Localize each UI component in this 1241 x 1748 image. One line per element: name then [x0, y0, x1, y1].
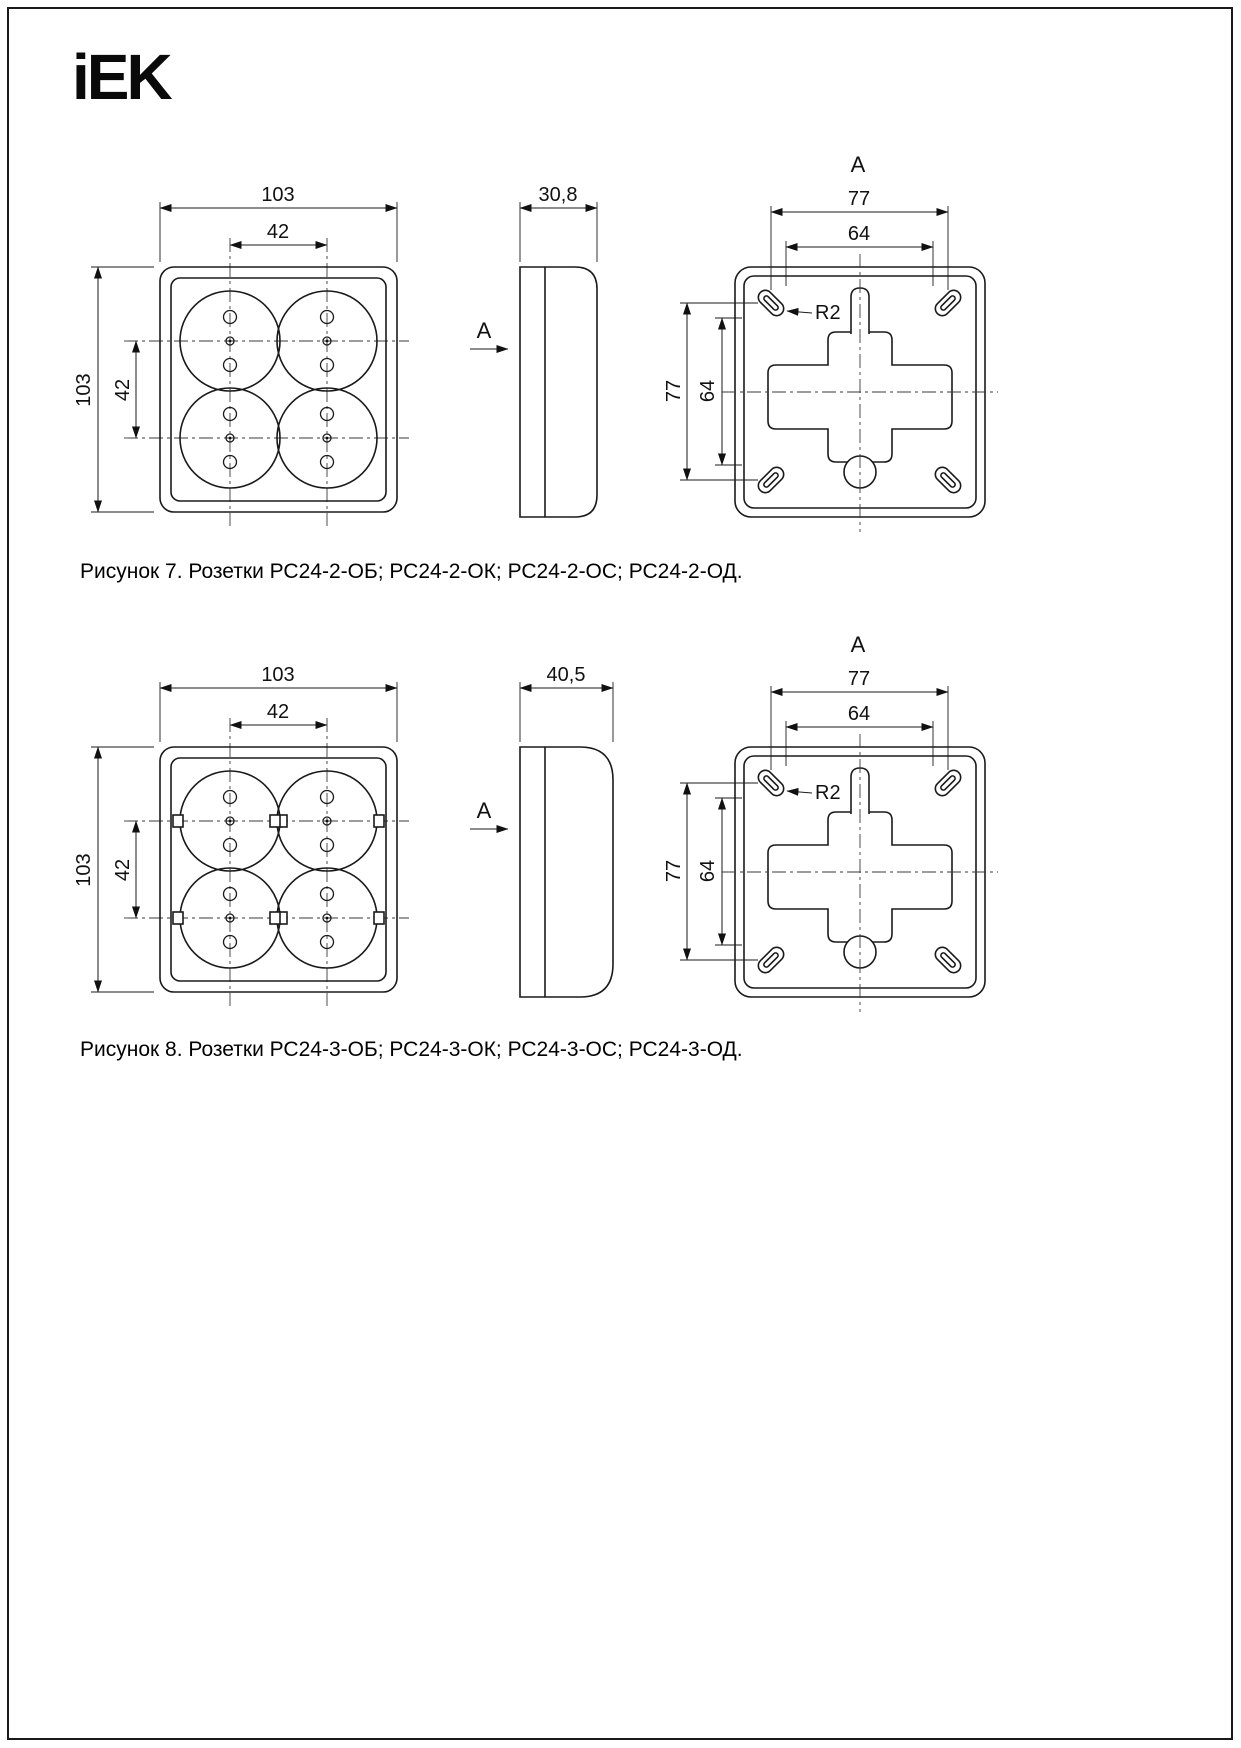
corner-slot [934, 466, 962, 494]
figure8-front-view: 103 42 103 42 [73, 664, 409, 1006]
figure7-drawing: 103 42 103 42 30,8 A [73, 152, 998, 532]
radius-label: R2 [815, 782, 841, 804]
dim-back-width: 77 [848, 668, 870, 690]
figure8-back-view: A 77 64 77 64 R2 [663, 632, 998, 1012]
socket-schuko [269, 867, 385, 969]
section-label-top: A [851, 152, 866, 177]
section-label-top: A [851, 632, 866, 657]
dim-front-height: 103 [73, 373, 95, 406]
dim-back-height: 77 [663, 380, 685, 402]
figure8-side-view: 40,5 A [470, 664, 614, 998]
corner-slot [757, 946, 785, 974]
corner-slot [757, 466, 785, 494]
page-border [7, 7, 1233, 1740]
dim-back-inner-width: 64 [848, 223, 870, 245]
corner-slot [934, 946, 962, 974]
dim-front-width: 103 [261, 184, 294, 206]
socket-schuko [269, 770, 385, 872]
socket [179, 290, 281, 392]
iek-logo: iEK [72, 41, 173, 113]
dim-front-pitch-h: 42 [267, 221, 289, 243]
dim-front-width: 103 [261, 664, 294, 686]
dim-front-pitch-v: 42 [112, 379, 134, 401]
dim-front-pitch-h: 42 [267, 701, 289, 723]
corner-slot [934, 769, 962, 797]
figure8-caption: Рисунок 8. Розетки РС24-3-ОБ; РС24-3-ОК;… [80, 1038, 743, 1061]
dim-front-height: 103 [73, 853, 95, 886]
figure7-caption: Рисунок 7. Розетки РС24-2-ОБ; РС24-2-ОК;… [80, 560, 743, 583]
socket [276, 290, 378, 392]
dim-back-inner-height: 64 [697, 860, 719, 882]
radius-label: R2 [815, 302, 841, 324]
dim-back-width: 77 [848, 188, 870, 210]
dim-side-depth: 30,8 [539, 184, 578, 206]
figure7-back-view: A 77 64 77 64 R2 [663, 152, 998, 532]
socket [179, 387, 281, 489]
dim-back-height: 77 [663, 860, 685, 882]
corner-slot [757, 769, 785, 797]
figure8-drawing: 103 42 103 42 40,5 A [73, 632, 998, 1012]
dim-side-depth: 40,5 [547, 664, 586, 686]
dim-back-inner-width: 64 [848, 703, 870, 725]
corner-slot [757, 289, 785, 317]
corner-slot [934, 289, 962, 317]
section-label-side: A [477, 798, 492, 823]
section-label-side: A [477, 318, 492, 343]
figure7-front-view: 103 42 103 42 [73, 184, 409, 526]
dim-front-pitch-v: 42 [112, 859, 134, 881]
dim-back-inner-height: 64 [697, 380, 719, 402]
socket [276, 387, 378, 489]
figure7-side-view: 30,8 A [470, 184, 598, 518]
